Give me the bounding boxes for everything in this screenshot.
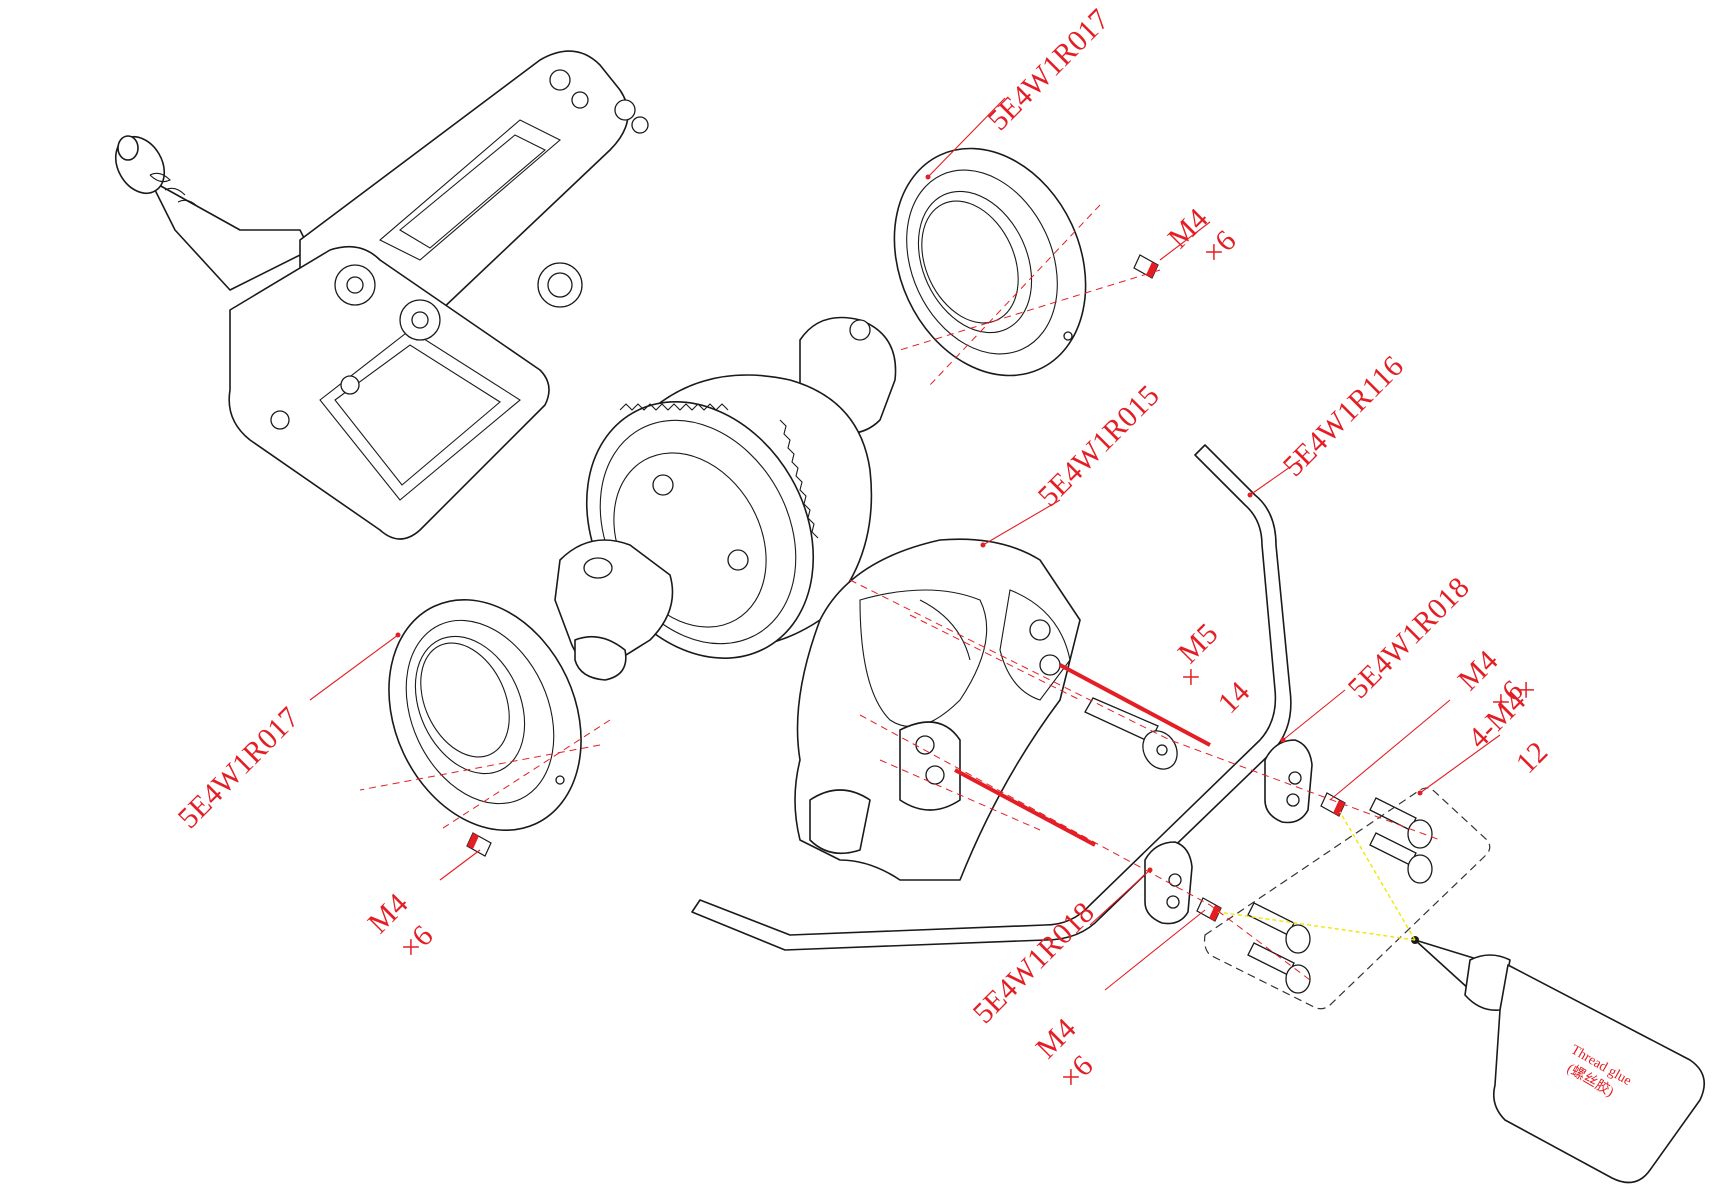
label-housing: 5E4W1R015	[1032, 379, 1166, 513]
glue-path-upper	[1339, 811, 1416, 941]
bolt-group-box	[1203, 787, 1491, 1010]
shock-shaft	[114, 135, 311, 291]
sway-bar	[691, 444, 1292, 951]
differential-assembly	[554, 316, 897, 681]
bearing-ring-top	[893, 147, 1087, 377]
label-clamp-lower: 5E4W1R018	[967, 896, 1101, 1030]
clamp-upper	[1264, 739, 1313, 824]
label-clamp-upper: 5E4W1R018	[1342, 571, 1476, 705]
label-sway-bar: 5E4W1R116	[1277, 350, 1410, 483]
setscrew-clamp-upper	[1320, 792, 1346, 817]
assembly-axes	[359, 204, 1441, 981]
bearing-ring-left	[388, 598, 582, 832]
set-screws	[466, 254, 1346, 922]
setscrew-top	[1133, 254, 1159, 279]
thread-glue-bottle: Thread glue (螺丝胶)	[1411, 936, 1706, 1184]
gear-teeth	[619, 403, 819, 539]
label-center-bolt-len: 14	[1212, 675, 1257, 720]
diff-housing	[794, 538, 1081, 881]
center-bolt-m5	[1084, 697, 1178, 770]
label-ring-top: 5E4W1R017	[982, 3, 1116, 137]
label-center-bolt-size: M5	[1172, 617, 1225, 670]
bolt-group-screws	[1247, 797, 1433, 994]
label-ring-left: 5E4W1R017	[172, 701, 306, 835]
glue-path-lower	[1217, 911, 1416, 941]
leader-lines	[309, 97, 1501, 991]
hub-carrier	[228, 245, 583, 540]
setscrew-clamp-lower	[1196, 897, 1222, 922]
label-setscrew-left-qty: ×6	[394, 919, 440, 965]
insertion-arrows	[954, 663, 1211, 847]
suspension-arm-assembly	[114, 50, 649, 540]
setscrew-left	[466, 832, 492, 857]
label-bolt-group-len: 12	[1510, 735, 1555, 780]
